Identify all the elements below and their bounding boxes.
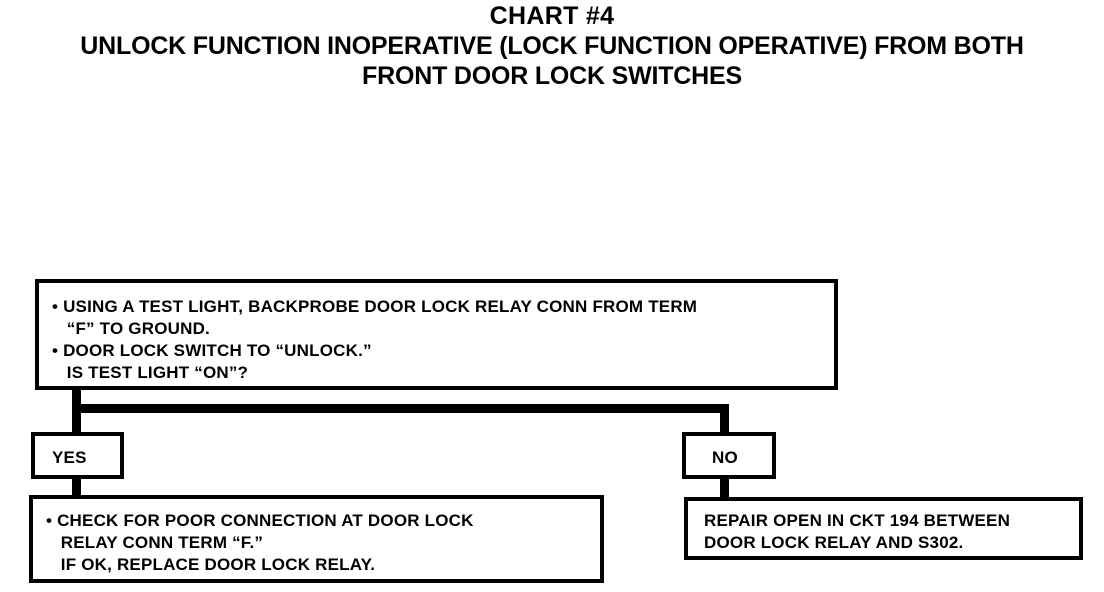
yes-action-box: • CHECK FOR POOR CONNECTION AT DOOR LOCK… bbox=[29, 495, 604, 583]
connector-branch-bar bbox=[72, 404, 729, 413]
question-box: • USING A TEST LIGHT, BACKPROBE DOOR LOC… bbox=[35, 279, 838, 390]
question-box-text: • USING A TEST LIGHT, BACKPROBE DOOR LOC… bbox=[52, 297, 698, 382]
yes-action-box-text: • CHECK FOR POOR CONNECTION AT DOOR LOCK… bbox=[46, 511, 474, 574]
connector-to-no-label bbox=[720, 404, 729, 436]
chart-title-block: CHART #4 UNLOCK FUNCTION INOPERATIVE (LO… bbox=[0, 2, 1104, 91]
chart-subtitle-line-2: FRONT DOOR LOCK SWITCHES bbox=[362, 62, 742, 90]
yes-branch-label-box: YES bbox=[31, 432, 124, 479]
no-action-box: REPAIR OPEN IN CKT 194 BETWEEN DOOR LOCK… bbox=[684, 497, 1083, 560]
connector-yes-to-action bbox=[72, 475, 81, 499]
no-action-box-text: REPAIR OPEN IN CKT 194 BETWEEN DOOR LOCK… bbox=[704, 511, 1011, 552]
connector-no-to-action bbox=[720, 475, 729, 501]
chart-number-title: CHART #4 bbox=[489, 2, 615, 30]
yes-branch-label-text: YES bbox=[52, 448, 87, 467]
no-branch-label-box: NO bbox=[682, 432, 776, 479]
chart-subtitle-line-1: UNLOCK FUNCTION INOPERATIVE (LOCK FUNCTI… bbox=[80, 32, 1024, 60]
connector-question-stem bbox=[72, 388, 81, 412]
connector-to-yes-label bbox=[72, 404, 81, 436]
no-branch-label-text: NO bbox=[712, 448, 738, 467]
